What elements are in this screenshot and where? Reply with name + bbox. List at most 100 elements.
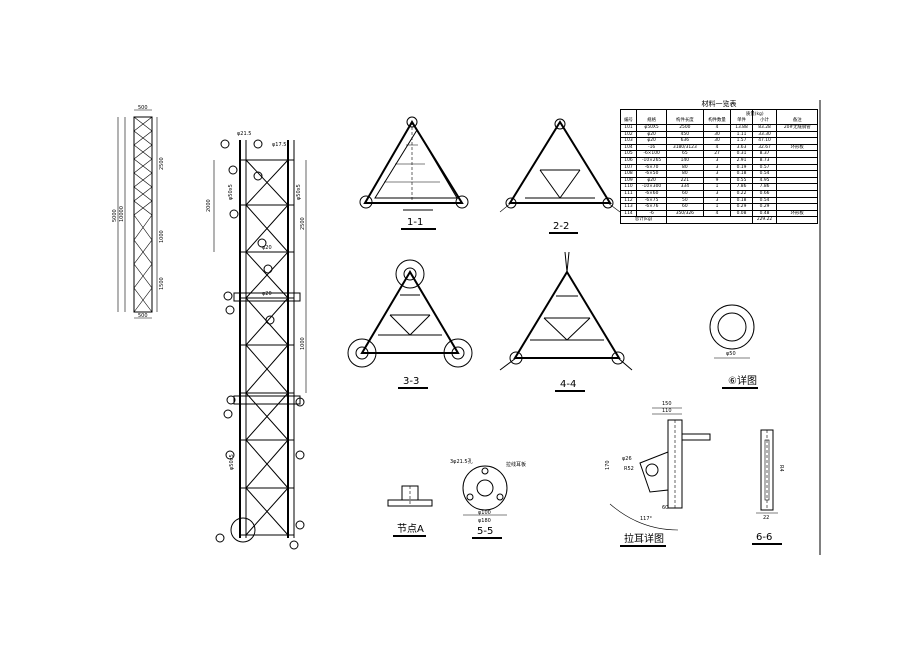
table-cell: 102	[620, 130, 637, 139]
section-2-2: 2-2	[499, 118, 621, 234]
table-cell	[776, 183, 818, 191]
table-cell: 7.86	[730, 183, 753, 191]
col-header-qty: 构件数量	[702, 109, 732, 125]
table-cell: 0.54	[751, 170, 778, 178]
dim-2500-b: 2500	[300, 217, 306, 230]
table-cell: 350/326	[666, 209, 704, 218]
material-table-title: 材料一览表	[701, 100, 737, 108]
section-5-5: φ100 φ180 3φ21.5孔 拉线耳板 5-5	[450, 458, 526, 539]
section-label-3-3: 3-3	[403, 376, 419, 387]
table-cell: 65	[666, 150, 704, 158]
table-cell: 101	[620, 124, 637, 132]
table-cell: 3	[702, 163, 732, 172]
table-cell: 111	[620, 189, 637, 198]
table-cell: 13.88	[730, 124, 753, 132]
table-cell: φ50X5	[635, 124, 668, 132]
col-header-unit: 单件	[730, 109, 753, 125]
section-label-4-4: 4-4	[560, 379, 576, 390]
table-cell: 105	[620, 150, 637, 158]
table-cell: 环形板	[776, 209, 818, 218]
table-cell	[776, 156, 818, 165]
label-rod-1: φ20	[262, 245, 272, 251]
table-cell: 450	[666, 130, 704, 139]
ring-detail-title: ⑥详图	[728, 374, 757, 387]
table-cell: 2.91	[730, 156, 753, 165]
table-cell: 7.86	[751, 183, 778, 191]
dim-2000: 2000	[206, 199, 212, 212]
table-cell: 33.30	[751, 130, 778, 139]
lug-radius: R52	[624, 466, 634, 472]
table-cell: 109	[620, 176, 637, 185]
table-cell: 334	[666, 183, 704, 191]
table-cell	[776, 150, 818, 158]
label-rod-2: φ20	[262, 291, 272, 297]
label-d21-5: φ21.5	[237, 131, 251, 137]
section-3-3: 3-3	[347, 259, 473, 389]
table-cell: 0.18	[730, 170, 753, 178]
table-cell: 60	[666, 189, 704, 198]
table-cell: 1	[702, 203, 732, 211]
table-cell: 0.18	[730, 196, 753, 205]
lug-angle: 117°	[640, 516, 653, 522]
lug-dim-170: 170	[605, 460, 611, 470]
table-cell: 0.57	[751, 163, 778, 172]
dim-1500: 1500	[159, 277, 165, 290]
dim-10000: 10000	[119, 206, 125, 222]
table-cell: -10×265	[635, 156, 668, 165]
table-cell: 83.28	[751, 124, 778, 132]
table-cell: 32.67	[751, 143, 778, 152]
lug-dim-110: 110	[662, 408, 672, 414]
table-cell: 0.08	[730, 209, 753, 218]
table-cell	[776, 189, 818, 198]
lug-hole: φ26	[622, 456, 632, 462]
table-cell	[776, 163, 818, 172]
table-cell: 47.10	[751, 137, 778, 145]
table-cell: 8.73	[751, 156, 778, 165]
table-cell: 112	[620, 196, 637, 205]
dim-5000: 5000	[112, 209, 118, 222]
table-cell: 20#无缝钢管	[776, 124, 818, 132]
table-cell: 0.29	[730, 203, 753, 211]
table-cell: 0.66	[751, 189, 778, 198]
table-cell: φ20	[635, 130, 668, 139]
table-cell: 环形板	[776, 143, 818, 152]
mass-header: 质量(kg)	[746, 112, 764, 117]
table-cell: 108	[620, 170, 637, 178]
table-cell: 113	[620, 203, 637, 211]
lug-detail: 150 110 170 60 R52 φ26 117° 拉耳详图	[605, 401, 711, 547]
small-elevation: 500 500 2500 1000 1500 5000 10000	[112, 105, 165, 319]
lug-dim-60: 60	[662, 505, 668, 511]
plate-tag: 拉线耳板	[506, 461, 526, 468]
ring-diameter: φ50	[726, 351, 736, 357]
col-header-spec: 规格	[635, 109, 668, 125]
tower-elevation: 2000 2500 1000 φ21.5 φ17.5 φ50x5 φ50x5 φ…	[206, 131, 307, 550]
section-6-6: 22 R4 6-6	[752, 429, 784, 545]
label-d17-5: φ17.5	[272, 142, 286, 148]
section-6-6-dim: 22	[763, 515, 769, 521]
section-label-1-1: 1-1	[407, 217, 423, 228]
table-cell: -6	[635, 209, 668, 218]
section-4-4: 4-4	[499, 251, 633, 392]
label-pipe-lower: φ50x5	[229, 454, 235, 470]
table-cell: 2500	[666, 124, 704, 132]
table-cell: 9	[702, 176, 732, 185]
section-1-1: 1-1	[359, 116, 469, 230]
table-cell	[776, 130, 818, 139]
table-cell	[776, 170, 818, 178]
lug-dim-150: 150	[662, 401, 672, 407]
table-cell: 50	[666, 196, 704, 205]
plate-diameter-180: φ180	[478, 518, 491, 524]
node-a-title: 节点A	[397, 523, 424, 535]
